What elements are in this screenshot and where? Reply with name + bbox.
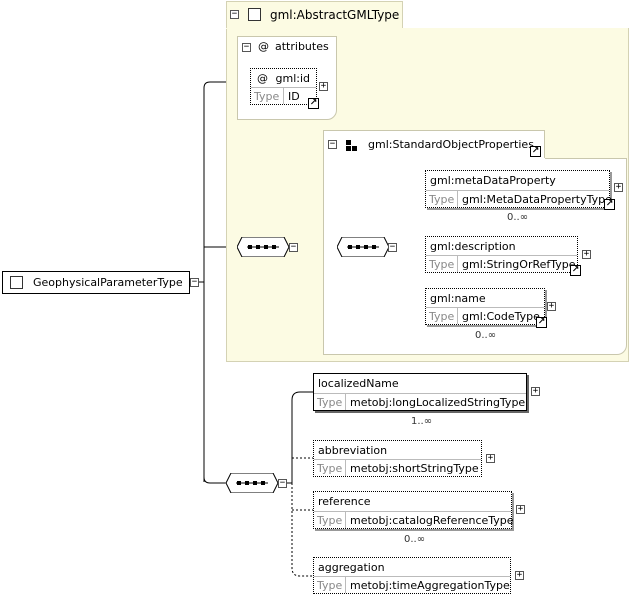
element-reference-expand-toggle[interactable]: + (516, 504, 525, 514)
element-reference-occurs: 0..∞ (404, 534, 426, 545)
element-name: reference (318, 495, 371, 508)
element-description-expand-toggle[interactable]: + (582, 249, 591, 259)
element-type-value: gml:StringOrRefType (462, 258, 576, 271)
element-metadataproperty-link-icon[interactable]: ↗ (604, 199, 615, 210)
element-type-value: gml:CodeType (462, 310, 540, 323)
attribute-name: gml:id (275, 72, 311, 85)
group-title: gml:StandardObjectProperties (368, 138, 534, 151)
element-gml-name[interactable]: gml:name Type gml:CodeType (425, 288, 545, 325)
element-name-occurs: 0..∞ (475, 330, 497, 341)
sequence-3-collapse-toggle[interactable]: − (278, 478, 287, 488)
sequence-compositor-3 (225, 472, 279, 494)
element-type-value: metobj:catalogReferenceType (350, 514, 514, 527)
abstract-type-icon (248, 8, 261, 21)
attribute-type-value: ID (288, 90, 300, 103)
element-description-link-icon[interactable]: ↗ (570, 265, 581, 276)
group-link-icon[interactable]: ↗ (530, 146, 541, 157)
element-name-expand-toggle[interactable]: + (547, 301, 556, 311)
element-localizedname-occurs: 1..∞ (411, 416, 433, 427)
element-localizedname-expand-toggle[interactable]: + (531, 386, 540, 396)
root-type-box[interactable]: GeophysicalParameterType (2, 271, 190, 294)
element-name-link-icon[interactable]: ↗ (536, 317, 547, 328)
element-reference[interactable]: reference Type metobj:catalogReferenceTy… (313, 491, 514, 529)
root-collapse-toggle[interactable]: − (190, 277, 199, 287)
element-type-value: metobj:shortStringType (350, 462, 479, 475)
element-name: abbreviation (318, 444, 388, 457)
element-name: gml:name (430, 292, 486, 305)
element-type-value: metobj:longLocalizedStringType (350, 396, 526, 409)
root-type-icon (10, 276, 23, 289)
element-localizedname[interactable]: localizedName Type metobj:longLocalizedS… (313, 373, 527, 411)
element-name: aggregation (318, 561, 385, 574)
element-abbreviation-expand-toggle[interactable]: + (486, 453, 495, 463)
element-gml-metadataproperty[interactable]: gml:metaDataProperty Type gml:MetaDataPr… (425, 170, 612, 208)
element-type-label: Type (314, 512, 346, 528)
element-type-value: metobj:timeAggregationType (350, 579, 510, 592)
root-type-label: GeophysicalParameterType (33, 276, 183, 289)
attribute-expand-toggle[interactable]: + (319, 81, 328, 91)
group-collapse-toggle[interactable]: − (328, 139, 337, 149)
element-type-label: Type (314, 577, 346, 593)
sequence-1-collapse-toggle[interactable]: − (289, 242, 298, 252)
attribute-at-icon: @ (257, 72, 268, 85)
attributes-at-icon: @ (258, 40, 269, 53)
abstract-type-title: gml:AbstractGMLType (270, 8, 400, 22)
element-type-label: Type (426, 256, 458, 272)
attributes-label: attributes (275, 40, 329, 53)
attributes-collapse-toggle[interactable]: − (242, 42, 251, 52)
element-aggregation-expand-toggle[interactable]: + (515, 570, 524, 580)
element-type-label: Type (426, 191, 458, 207)
abstract-type-collapse-toggle[interactable]: − (230, 9, 239, 19)
attribute-gml-id[interactable]: @ gml:id Type ID (250, 68, 317, 105)
element-metadataproperty-occurs: 0..∞ (507, 212, 529, 223)
sequence-compositor-1 (236, 236, 290, 258)
group-header-tab (323, 130, 545, 159)
element-type-label: Type (314, 394, 346, 410)
element-type-label: Type (426, 308, 458, 324)
element-metadataproperty-expand-toggle[interactable]: + (614, 182, 623, 192)
element-name: gml:description (430, 240, 516, 253)
element-name: localizedName (318, 377, 399, 390)
attribute-type-label: Type (251, 88, 284, 104)
attribute-type-link-icon[interactable]: ↗ (308, 98, 319, 109)
group-icon (346, 140, 359, 153)
element-aggregation[interactable]: aggregation Type metobj:timeAggregationT… (313, 557, 511, 594)
element-name: gml:metaDataProperty (430, 174, 556, 187)
element-type-value: gml:MetaDataPropertyType (462, 193, 612, 206)
element-gml-description[interactable]: gml:description Type gml:StringOrRefType (425, 236, 578, 273)
element-abbreviation[interactable]: abbreviation Type metobj:shortStringType (313, 440, 482, 477)
sequence-2-collapse-toggle[interactable]: − (388, 242, 397, 252)
abstract-type-header-tab (226, 1, 403, 29)
element-type-label: Type (314, 460, 346, 476)
sequence-compositor-2 (336, 236, 390, 258)
